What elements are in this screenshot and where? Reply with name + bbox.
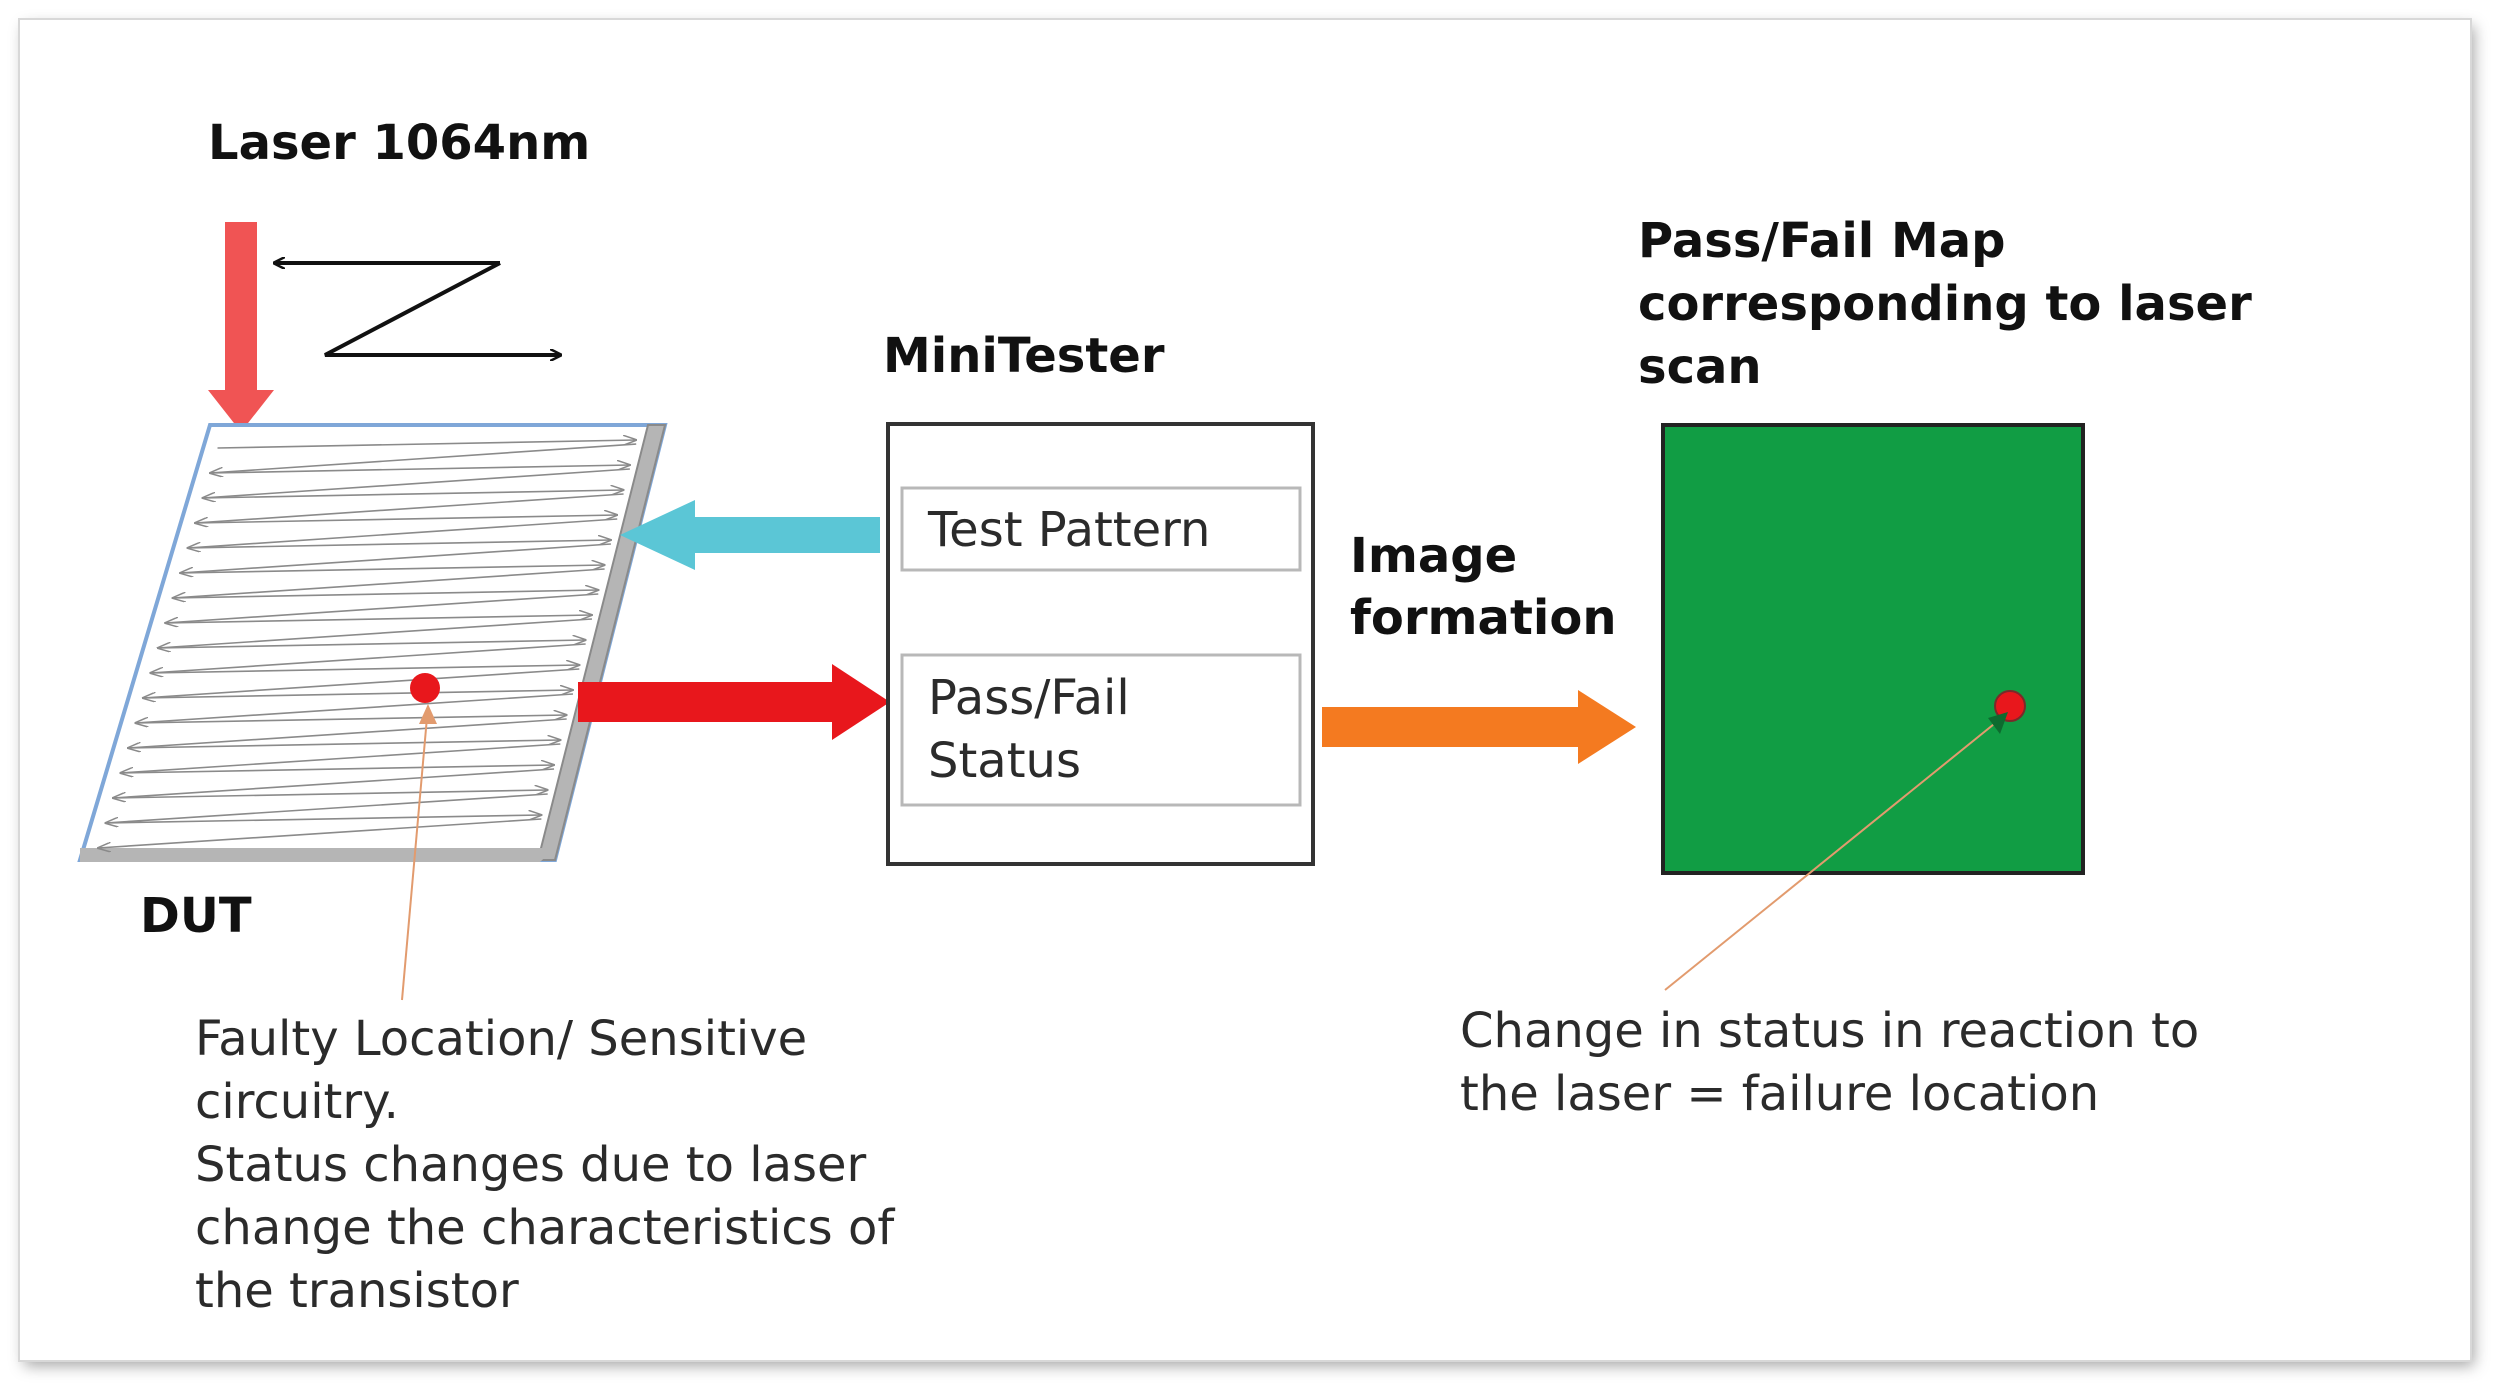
scan-line-forward <box>112 790 548 799</box>
scan-line-forward <box>180 565 604 574</box>
minitester-label: MiniTester <box>883 328 1165 384</box>
change-leader-arrowhead <box>1988 712 2008 734</box>
map-title-line3: scan <box>1638 339 1762 395</box>
faulty-note-line3: Status changes due to laser <box>195 1137 867 1193</box>
change-note-line1: Change in status in reaction to <box>1460 1003 2200 1059</box>
scan-line-return <box>203 468 630 498</box>
scan-line-return <box>210 443 637 473</box>
scan-line-return <box>135 693 574 723</box>
scan-line-forward <box>120 765 554 774</box>
scan-line-forward <box>135 715 566 724</box>
scan-line-forward <box>210 465 630 474</box>
scan-line-return <box>195 493 624 523</box>
faulty-note-line1: Faulty Location/ Sensitive <box>195 1011 808 1067</box>
scan-line-return <box>180 543 611 573</box>
scan-line-forward <box>150 665 579 674</box>
scan-line-forward <box>195 515 617 524</box>
image-formation-arrow-icon <box>1322 690 1636 764</box>
test-pattern-arrow-icon <box>620 500 880 570</box>
dut-plate <box>77 423 668 862</box>
scan-line-forward <box>217 440 637 449</box>
scan-line-return <box>143 668 580 698</box>
scan-line-forward <box>127 740 560 749</box>
scan-line-forward <box>157 640 586 649</box>
pass-fail-status-label-line2: Status <box>928 733 1081 789</box>
scan-line-return <box>105 793 548 823</box>
faulty-leader-arrowhead <box>419 704 437 724</box>
laser-down-arrow-icon <box>208 222 274 432</box>
scan-line-return <box>120 743 561 773</box>
faulty-note-line4: change the characteristics of <box>195 1200 895 1256</box>
minitester-box <box>886 422 1315 866</box>
faulty-note-line5: the transistor <box>195 1263 519 1319</box>
image-formation-label-line1: Image <box>1350 528 1518 584</box>
change-note-line2: the laser = failure location <box>1460 1066 2100 1122</box>
scan-line-forward <box>165 615 592 624</box>
scan-line-forward <box>142 690 573 699</box>
scan-line-return <box>113 768 555 798</box>
laser-label: Laser 1064nm <box>208 115 591 171</box>
scan-line-return <box>98 818 542 848</box>
scan-line-forward <box>187 540 611 549</box>
faulty-note-line2: circuitry. <box>195 1074 399 1130</box>
z-scan-arrow-icon <box>275 263 560 355</box>
status-arrow-icon <box>578 664 890 740</box>
test-pattern-label: Test Pattern <box>928 502 1211 558</box>
faulty-leader-line <box>401 705 429 1001</box>
scan-line-forward <box>105 815 541 824</box>
scan-line-return <box>128 718 567 748</box>
scan-line-return <box>158 618 593 648</box>
image-formation-label-line2: formation <box>1350 590 1617 646</box>
map-title-line2: corresponding to laser <box>1638 276 2252 332</box>
change-leader-line <box>1664 715 2005 991</box>
dut-label: DUT <box>140 888 252 944</box>
scan-line-forward <box>172 590 599 599</box>
scan-line-return <box>173 568 605 598</box>
dut-raster-scan-lines <box>98 440 636 848</box>
scan-line-return <box>188 518 618 548</box>
dut-fault-dot <box>410 673 440 703</box>
map-title-line1: Pass/Fail Map <box>1638 213 2006 269</box>
scan-line-return <box>165 593 599 623</box>
map-failure-dot <box>1994 690 2026 722</box>
scan-line-return <box>150 643 586 673</box>
pass-fail-status-label-line1: Pass/Fail <box>928 670 1130 726</box>
scan-line-forward <box>202 490 624 499</box>
pass-fail-map <box>1661 423 2085 875</box>
